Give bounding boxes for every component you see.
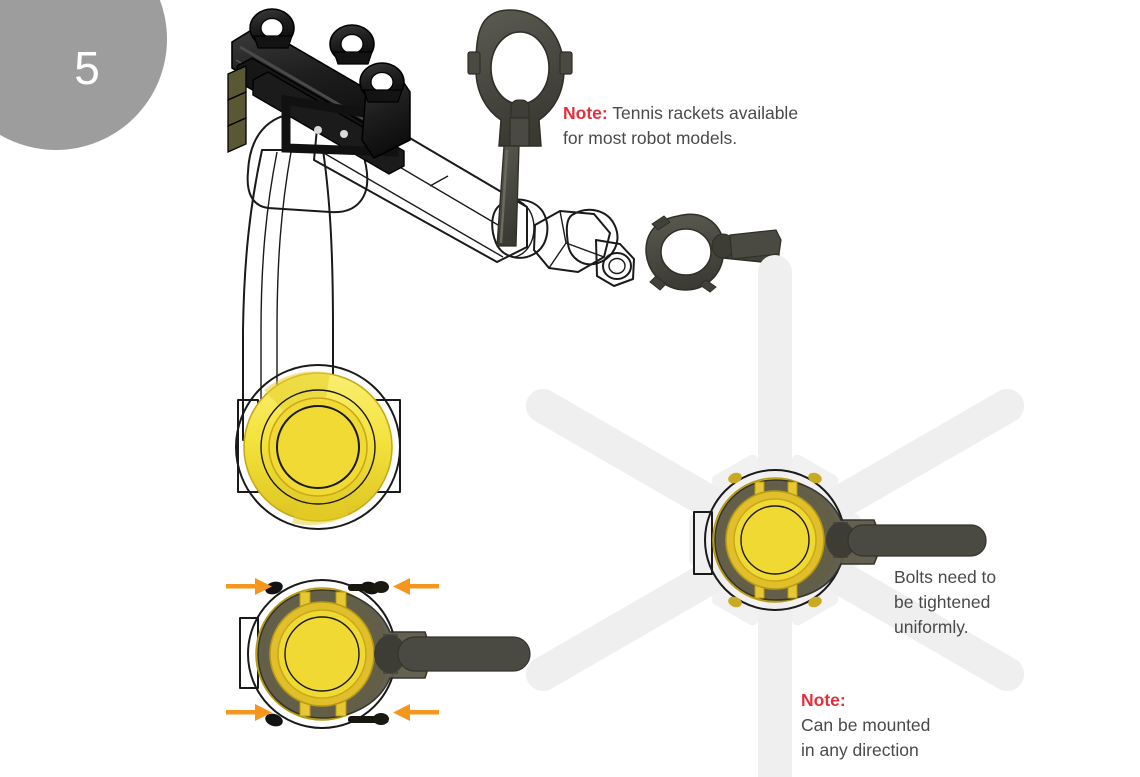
racket-ring-mount-2 bbox=[329, 24, 375, 65]
note-direction-line2: in any direction bbox=[801, 739, 919, 760]
racket-ring-mount-1 bbox=[249, 8, 295, 49]
note-bolts-line1: Bolts need to bbox=[894, 567, 997, 587]
note-mount-direction: Note: Can be mounted in any direction bbox=[801, 688, 1021, 763]
clamp-tool-vertical bbox=[467, 9, 573, 247]
arm-shoulder bbox=[246, 111, 369, 214]
note-bolts-line3: uniformly. bbox=[894, 616, 969, 637]
tighten-arrow-top-right bbox=[393, 578, 439, 595]
flange-with-clamp-figure bbox=[226, 578, 531, 729]
robot-arm-figure bbox=[227, 8, 635, 441]
flange-orientation-figure bbox=[525, 255, 1025, 777]
note-direction-keyword: Note: bbox=[801, 688, 1021, 713]
racket-ring-mount-3 bbox=[359, 62, 405, 103]
note-keyword: Note: bbox=[563, 103, 608, 123]
tighten-arrow-bottom-left bbox=[226, 704, 272, 721]
tighten-arrow-top-left bbox=[226, 578, 272, 595]
arm-tool-tip bbox=[595, 239, 635, 287]
arm-wrist-housing bbox=[533, 208, 619, 273]
step-number-badge: 5 bbox=[0, 0, 167, 150]
note-rackets-line1: Note: Tennis rackets available bbox=[563, 101, 863, 126]
flange-plain-figure bbox=[235, 364, 401, 530]
note-tennis-rackets: Note: Tennis rackets available for most … bbox=[563, 101, 863, 151]
note-keyword-2: Note: bbox=[801, 690, 846, 710]
note-direction-line1: Can be mounted bbox=[801, 714, 931, 735]
clamp-tool-angled bbox=[645, 213, 782, 293]
note-rackets-line2: for most robot models. bbox=[563, 127, 738, 148]
note-rackets-text1: Tennis rackets available bbox=[607, 103, 799, 123]
note-bolts-uniform: Bolts need to be tightened uniformly. bbox=[894, 565, 1054, 640]
racket-bracket-assembly bbox=[227, 8, 411, 175]
step-number-text: 5 bbox=[74, 42, 100, 94]
note-bolts-line2: be tightened bbox=[894, 591, 991, 612]
tighten-arrow-bottom-right bbox=[393, 704, 439, 721]
